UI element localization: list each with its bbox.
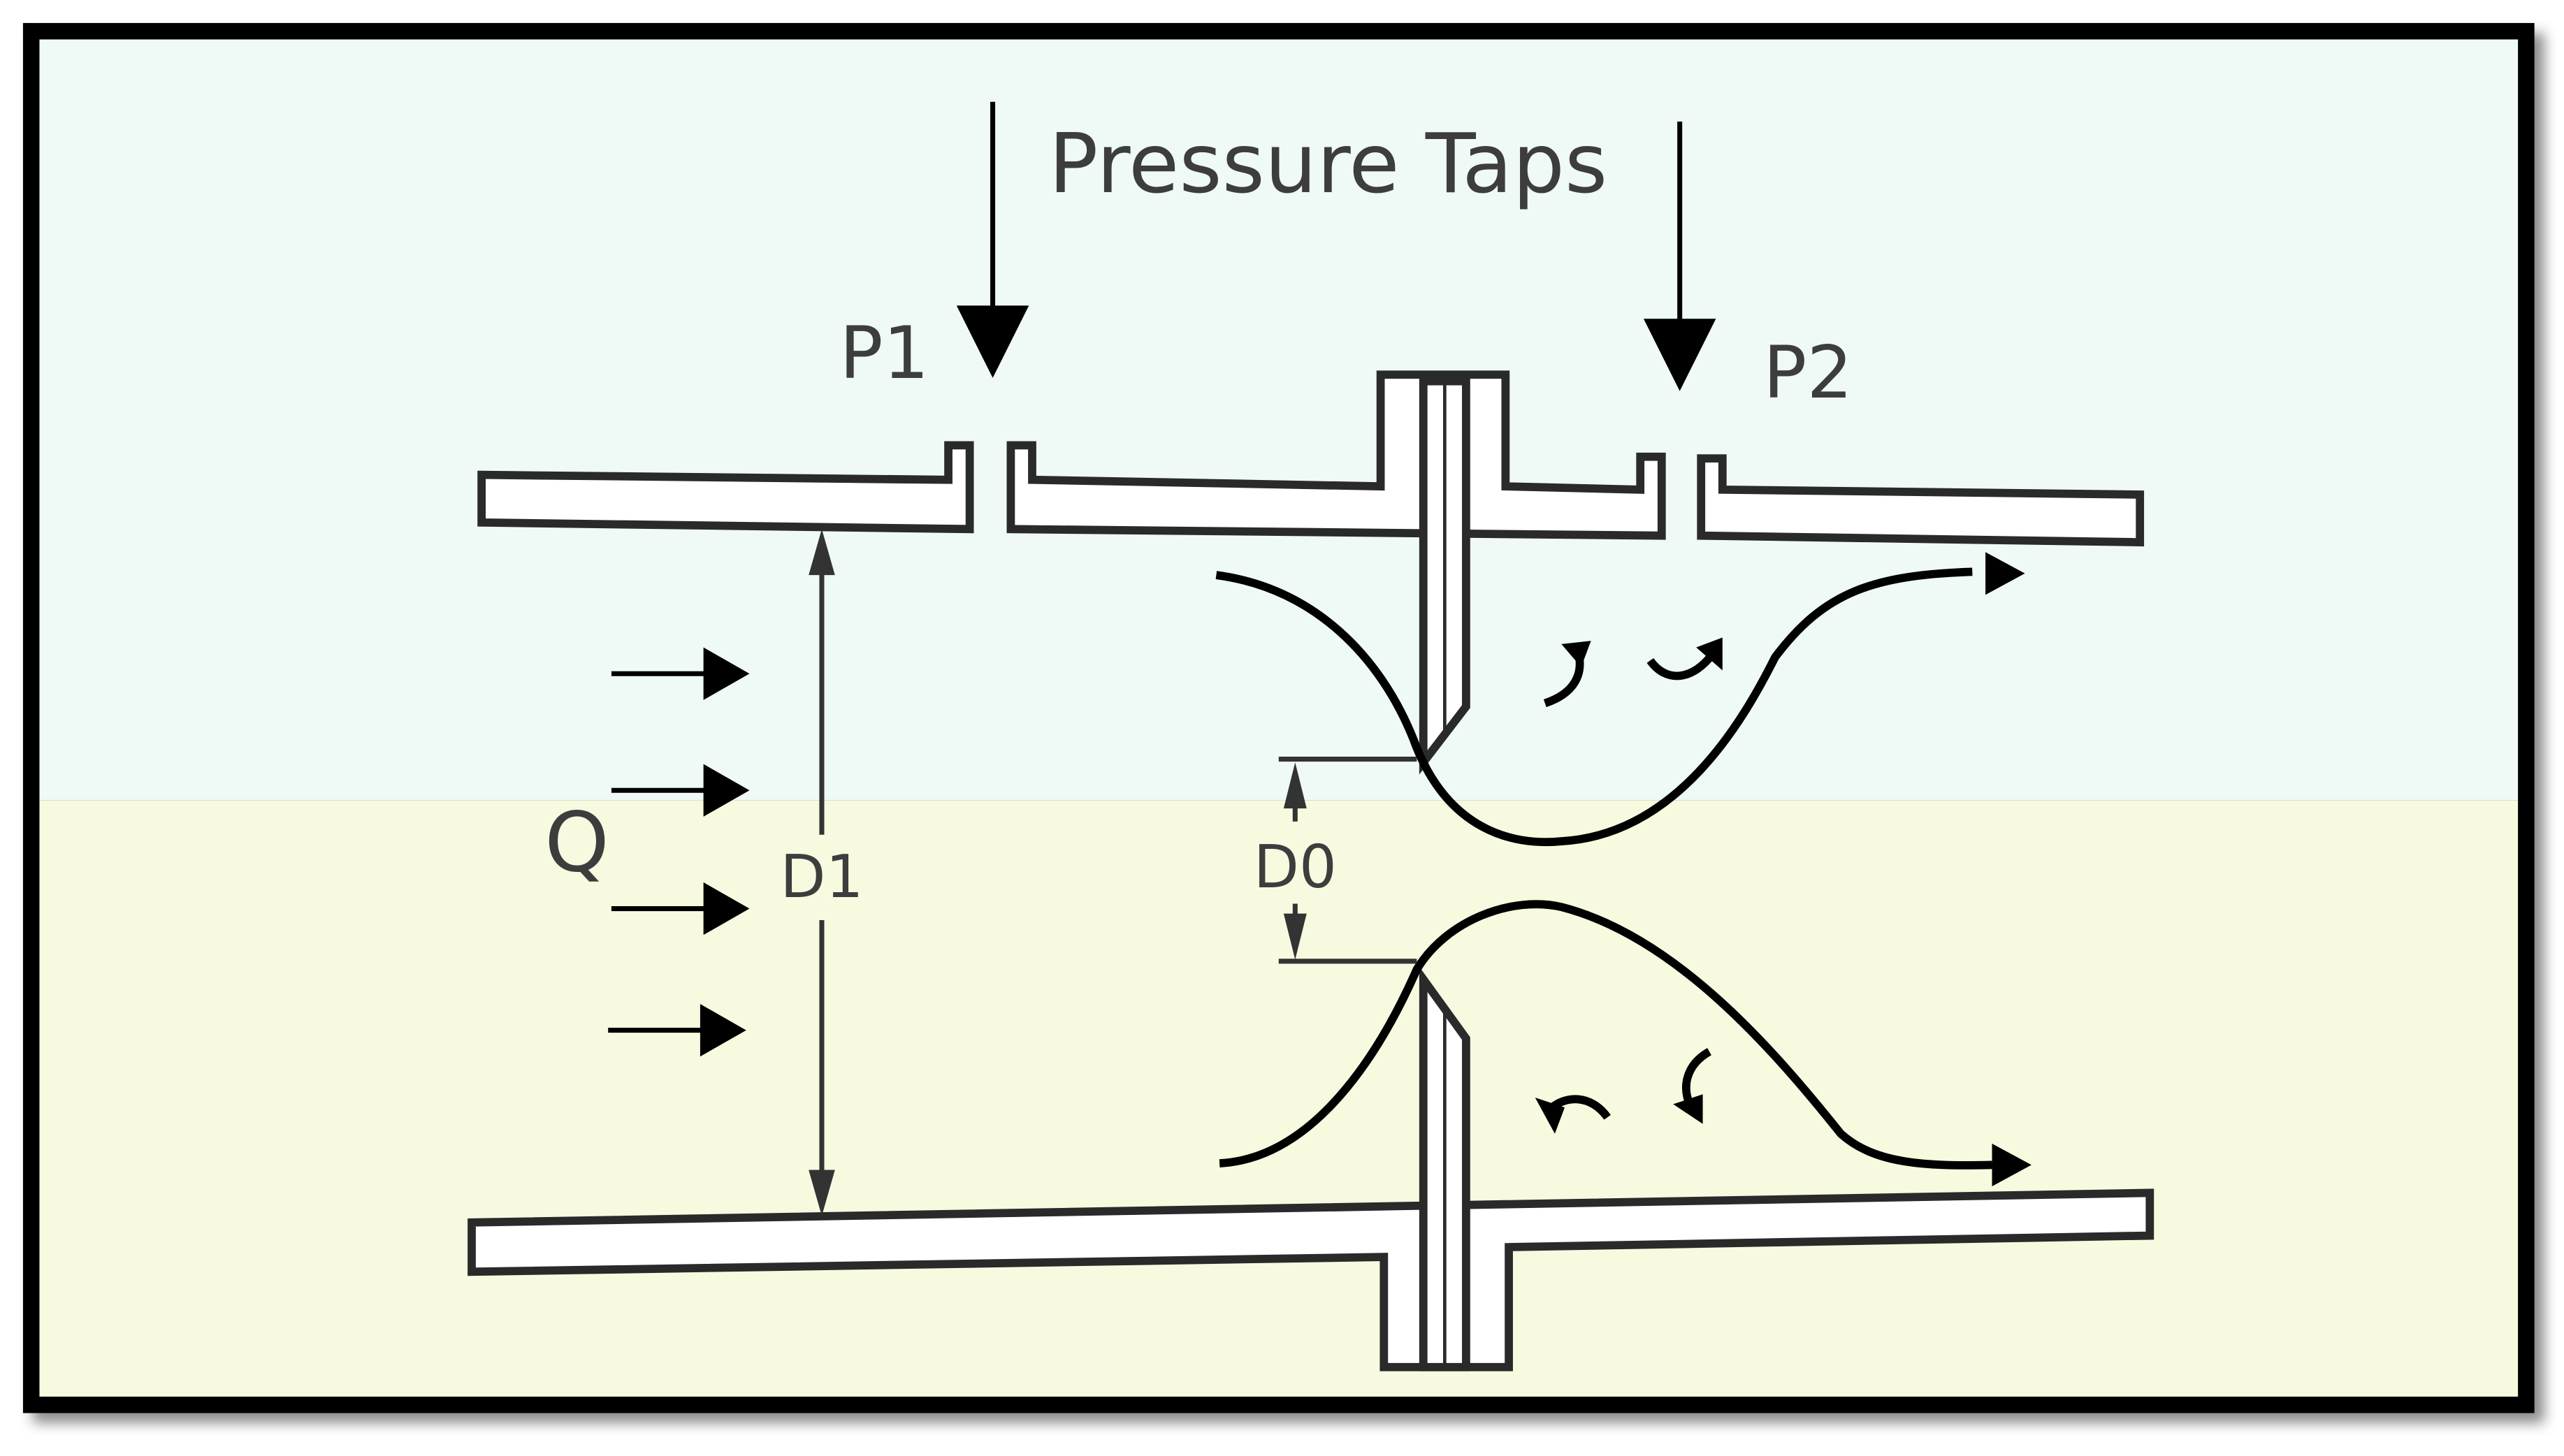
lower-pipe-wall <box>468 1188 2154 1371</box>
p1-tap-arrow <box>956 101 1029 378</box>
upper-streamline <box>1215 567 1973 847</box>
background-top <box>39 39 2519 801</box>
d0-label: D0 <box>1254 832 1337 901</box>
lower-outflow-arrowhead <box>1992 1143 2031 1187</box>
background-bottom <box>39 800 2519 1397</box>
upper-pipe-wall-left <box>477 441 974 534</box>
d0-dimension-line <box>1278 757 1417 964</box>
diagram-frame <box>22 22 2535 1413</box>
p1-label: P1 <box>839 312 929 395</box>
d1-dimension-line <box>809 529 835 1216</box>
d1-label: D1 <box>780 842 863 911</box>
eddy-arrows <box>1535 637 1723 1134</box>
upper-outflow-arrowhead <box>1985 552 2025 595</box>
lower-streamline <box>1219 900 1992 1170</box>
upper-pipe-wall-middle <box>1006 370 1666 540</box>
diagram-title: Pressure Taps <box>1048 116 1607 212</box>
p2-tap-arrow <box>1643 122 1716 391</box>
flow-rate-label: Q <box>544 794 609 890</box>
inlet-flow-arrows <box>608 647 750 1057</box>
p2-label: P2 <box>1763 331 1853 415</box>
upper-pipe-wall-right <box>1697 454 2145 547</box>
